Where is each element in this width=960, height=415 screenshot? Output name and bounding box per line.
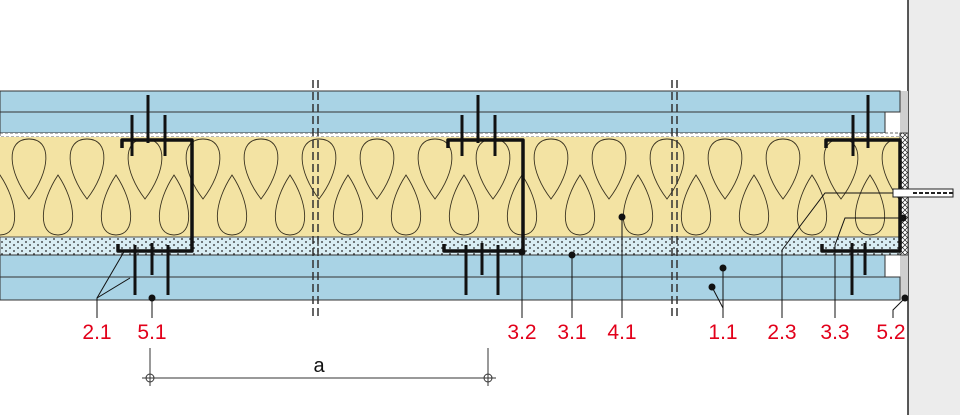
boards-top <box>0 90 901 134</box>
screws <box>130 95 870 295</box>
leader-lines <box>96 192 906 318</box>
label-3-3: 3.3 <box>820 321 850 344</box>
label-3-2: 3.2 <box>507 321 537 344</box>
label-4-1: 4.1 <box>607 321 637 344</box>
label-5-2: 5.2 <box>876 321 906 344</box>
membrane <box>0 132 901 138</box>
wall <box>908 0 960 415</box>
label-1-1: 1.1 <box>708 321 738 344</box>
label-3-1: 3.1 <box>557 321 587 344</box>
leader-dots <box>148 213 909 302</box>
wall-anchor <box>892 188 955 198</box>
label-5-1: 5.1 <box>137 321 167 344</box>
label-2-3: 2.3 <box>767 321 797 344</box>
break-lines <box>312 80 678 318</box>
label-2-1: 2.1 <box>82 321 112 344</box>
dimension-label: a <box>313 355 325 377</box>
dimension-line <box>142 348 496 386</box>
boards-bottom <box>0 254 901 301</box>
